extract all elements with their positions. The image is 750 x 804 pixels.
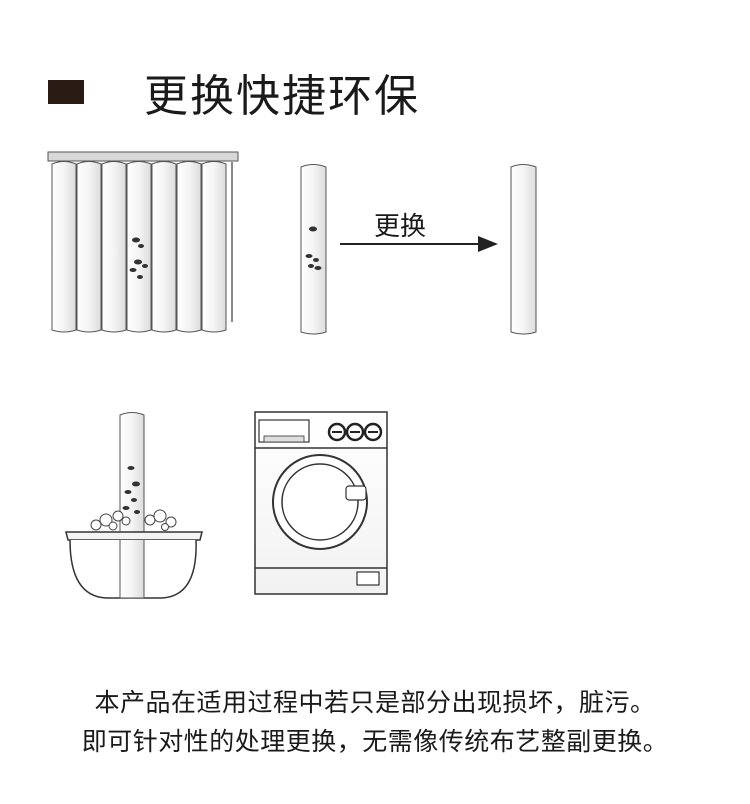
washing-machine-icon (254, 411, 388, 595)
bubbles (90, 509, 177, 531)
stained-slat-icon (300, 164, 327, 335)
caption-line-1: 本产品在适用过程中若只是部分出现损坏，脏污。 (94, 688, 656, 717)
square-bullet-icon (48, 80, 84, 104)
vertical-blind-panel-icon (47, 151, 239, 333)
clean-slat-icon (510, 164, 537, 335)
arrow-label: 更换 (374, 212, 427, 242)
wash-basin-icon (65, 412, 203, 599)
caption-line-2: 即可针对性的处理更换，无需像传统布艺整副更换。 (81, 727, 669, 756)
heading-title: 更换快捷环保 (144, 71, 420, 122)
section-heading: 更换快捷环保 (48, 62, 420, 122)
stain-spots (129, 237, 148, 279)
arrow-right-icon (340, 236, 498, 252)
